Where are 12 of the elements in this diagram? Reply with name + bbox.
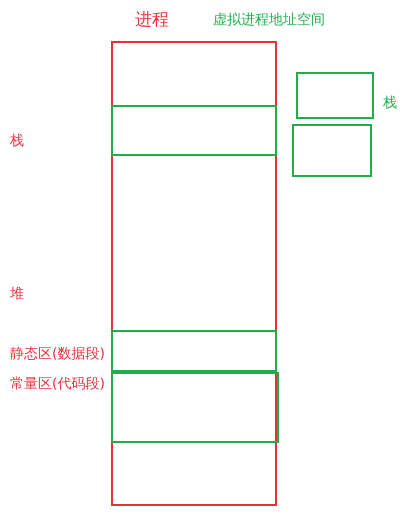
region-label: 栈: [10, 132, 24, 151]
memory-region-box: [111, 105, 277, 156]
memory-region-box: [111, 330, 277, 372]
region-label: 堆: [10, 285, 24, 304]
address-space-heading: 虚拟进程地址空间: [213, 11, 325, 30]
memory-region-box: [111, 372, 279, 443]
region-label: 常量区(代码段): [10, 375, 105, 394]
memory-region-box: [292, 124, 372, 177]
memory-region-box: [296, 72, 374, 119]
region-label: 静态区(数据段): [10, 345, 105, 364]
process-heading: 进程: [135, 10, 169, 30]
region-label: 栈: [383, 94, 397, 113]
